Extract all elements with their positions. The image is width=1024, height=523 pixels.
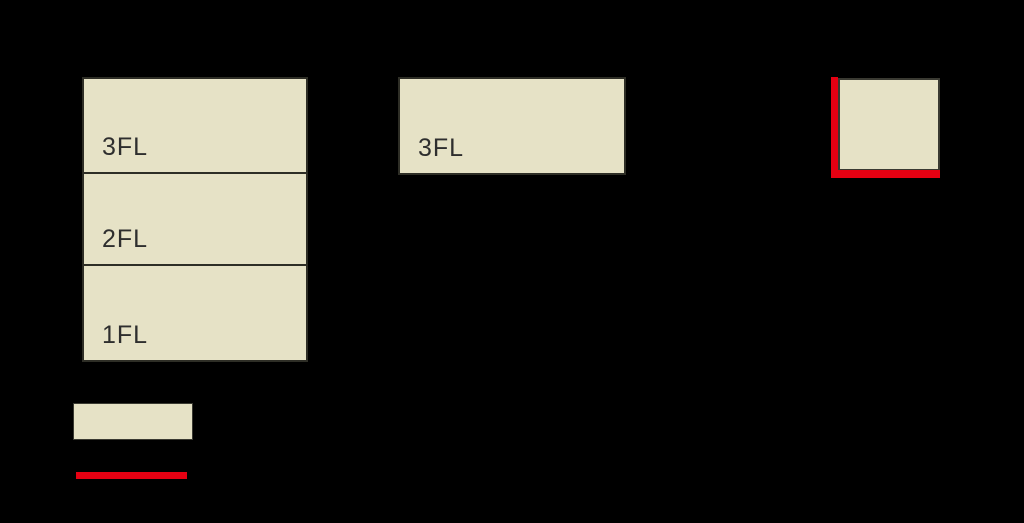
middle-floor-3: 3FL (398, 77, 626, 175)
legend-floor-swatch (73, 403, 193, 440)
left-stack-floor-1: 1FL (82, 264, 308, 362)
red-highlight-left-edge (831, 77, 838, 177)
floor-label-middle-3fl: 3FL (418, 134, 465, 162)
right-section-box (838, 78, 940, 171)
left-stack-floor-2: 2FL (82, 172, 308, 266)
red-highlight-bottom-edge (831, 170, 940, 178)
floor-label-1fl: 1FL (102, 321, 149, 349)
floor-label-2fl: 2FL (102, 225, 149, 253)
legend-red-line-swatch (76, 472, 187, 479)
floor-label-3fl: 3FL (102, 133, 149, 161)
left-stack-floor-3: 3FL (82, 77, 308, 174)
